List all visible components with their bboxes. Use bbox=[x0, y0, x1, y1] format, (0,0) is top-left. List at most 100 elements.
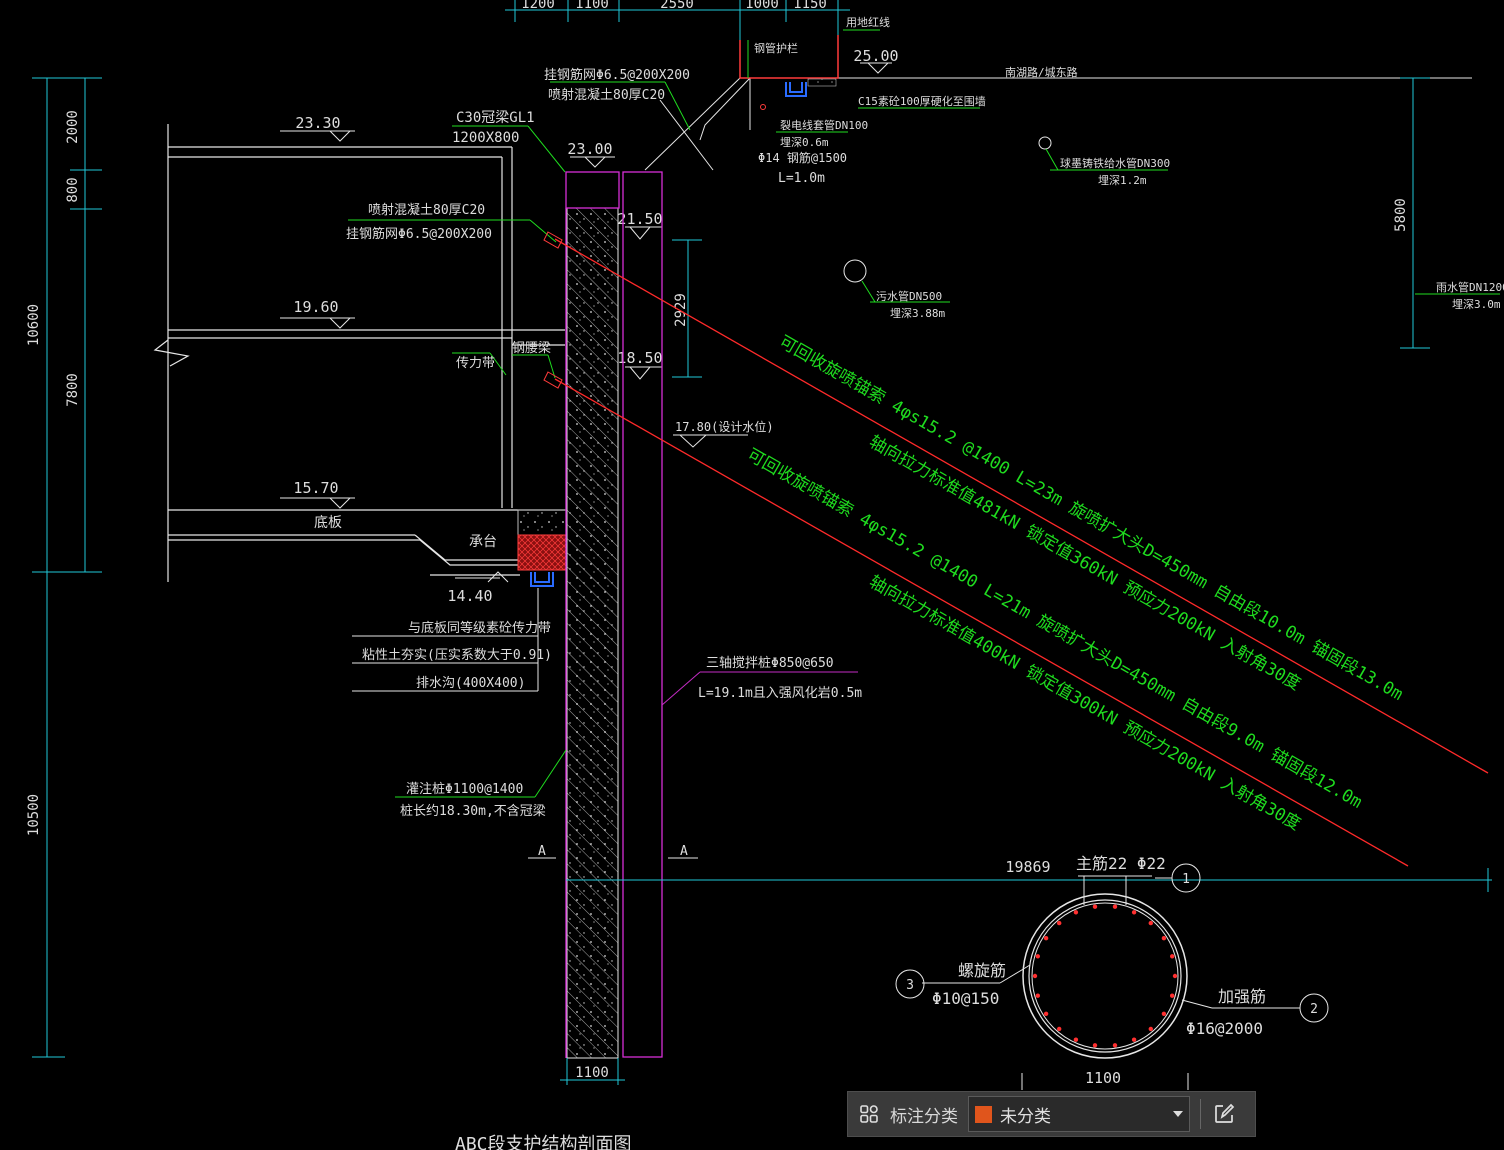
dim-2000: 2000 bbox=[65, 110, 81, 144]
rebar-dot bbox=[1148, 1026, 1154, 1032]
dim-19869-line bbox=[566, 868, 1492, 892]
dim-2550: 2550 bbox=[660, 0, 694, 12]
waler-red-1 bbox=[543, 231, 563, 249]
label-spiral-spec: Φ10@150 bbox=[932, 989, 999, 1008]
rebar-dot bbox=[1170, 993, 1175, 998]
cap-beam bbox=[565, 171, 620, 209]
chevron-down-icon bbox=[1173, 1111, 1183, 1117]
section-a-left: A bbox=[538, 844, 546, 859]
label-pipe1-depth: 埋深0.6m bbox=[780, 136, 829, 149]
label-pipe1: 裂电线套管DN100 bbox=[780, 118, 868, 132]
callout-3-circle bbox=[895, 969, 925, 999]
rebar-dot bbox=[1148, 920, 1154, 926]
drain-ditch-icon bbox=[530, 572, 554, 587]
elev-25-00: 25.00 bbox=[853, 47, 898, 65]
label-note1: 与底板同等级素砼传力带 bbox=[408, 620, 551, 636]
callout-1: 1 bbox=[1182, 872, 1190, 887]
rebar-dot bbox=[1112, 1043, 1118, 1048]
dim-5800: 5800 bbox=[1393, 198, 1409, 232]
label-road: 南湖路/城东路 bbox=[1005, 66, 1078, 79]
label-railing: 钢管护栏 bbox=[754, 41, 798, 55]
label-redline: 用地红线 bbox=[846, 15, 890, 29]
rebar-dot bbox=[1057, 1026, 1062, 1032]
dim-1100-bottom: 1100 bbox=[575, 1065, 609, 1081]
rebar-dot bbox=[1131, 1037, 1137, 1042]
callout-2-circle bbox=[1299, 993, 1329, 1023]
label-bar14-len: L=1.0m bbox=[778, 171, 825, 186]
label-mesh-side: 挂钢筋网Φ6.5@200X200 bbox=[346, 226, 492, 242]
elev-18-50: 18.50 bbox=[617, 349, 662, 367]
toolbar-divider bbox=[1200, 1099, 1201, 1129]
category-select[interactable]: 未分类 bbox=[968, 1096, 1190, 1132]
pipe1-icon bbox=[760, 104, 766, 110]
label-pipe2: 球墨铸铁给水管DN300 bbox=[1060, 156, 1170, 170]
category-color-swatch bbox=[975, 1105, 992, 1123]
slab-label: 底板 bbox=[314, 515, 342, 531]
rebar-dot bbox=[1032, 973, 1038, 979]
transfer-belt-block bbox=[517, 509, 567, 536]
edit-icon[interactable] bbox=[1201, 1092, 1247, 1136]
rebar-dot bbox=[1131, 910, 1137, 915]
dim-section-1100: 1100 bbox=[1085, 1069, 1121, 1087]
basement-structure bbox=[153, 124, 565, 582]
label-shotcrete-side: 喷射混凝土80厚C20 bbox=[368, 202, 485, 218]
label-c15: C15素砼100厚硬化至围墙 bbox=[858, 94, 986, 108]
label-pipe4-depth: 埋深3.0m bbox=[1452, 298, 1501, 311]
label-bar14: Φ14 钢筋@1500 bbox=[758, 150, 847, 165]
label-bored-pile: 灌注桩Φ1100@1400 bbox=[406, 782, 523, 797]
rebar-dot bbox=[1035, 993, 1041, 998]
elev-23-30: 23.30 bbox=[295, 114, 340, 132]
dim-10600: 10600 bbox=[26, 304, 42, 346]
rebar-dots bbox=[1032, 904, 1178, 1048]
label-mix-pile: 三轴搅拌桩Φ850@650 bbox=[706, 655, 834, 671]
label-spiral: 螺旋筋 bbox=[958, 961, 1006, 980]
label-transfer: 传力带 bbox=[456, 356, 495, 371]
rebar-dot bbox=[1035, 954, 1041, 959]
dim-1200: 1200 bbox=[521, 0, 555, 12]
rebar-dot bbox=[1161, 1011, 1167, 1016]
rebar-dot bbox=[1112, 904, 1118, 909]
dim-1000: 1000 bbox=[745, 0, 779, 12]
callout-1-circle bbox=[1171, 863, 1201, 893]
elev-17-80: 17.80(设计水位) bbox=[675, 419, 774, 434]
section-leaders bbox=[922, 875, 1300, 1090]
elev-15-70: 15.70 bbox=[293, 479, 338, 497]
rebar-dot bbox=[1092, 904, 1098, 909]
rebar-dot bbox=[1043, 936, 1049, 941]
bored-pile-fill bbox=[567, 208, 618, 1058]
dim-2929-lines bbox=[672, 239, 702, 378]
label-stiff: 加强筋 bbox=[1218, 987, 1266, 1006]
label-shotcrete-top: 喷射混凝土80厚C20 bbox=[548, 87, 665, 103]
dim-1100: 1100 bbox=[575, 0, 609, 12]
rebar-dot bbox=[1073, 910, 1079, 915]
dim-5800-lines bbox=[1400, 77, 1430, 349]
dim-19869: 19869 bbox=[1005, 858, 1050, 876]
left-dimension-chain bbox=[32, 77, 102, 1058]
label-main-bar: 主筋22 Φ22 bbox=[1076, 854, 1166, 873]
c15-pad bbox=[807, 78, 837, 87]
dim-1100-bottom-lines bbox=[560, 1058, 625, 1085]
compacted-soil-block bbox=[517, 534, 567, 571]
sewage-pipe-icon bbox=[843, 259, 867, 283]
cap-label: 承台 bbox=[469, 534, 497, 550]
magenta-leaders bbox=[661, 671, 858, 706]
anchor-2-line bbox=[554, 378, 1409, 867]
rebar-dot bbox=[1073, 1037, 1079, 1042]
rebar-dot bbox=[1043, 1011, 1049, 1016]
grid-apps-icon[interactable] bbox=[848, 1092, 890, 1136]
label-mesh-top: 挂钢筋网Φ6.5@200X200 bbox=[544, 67, 690, 83]
label-waist: 钢腰梁 bbox=[512, 341, 551, 356]
label-note3: 排水沟(400X400) bbox=[416, 676, 525, 691]
label-stiff-spec: Φ16@2000 bbox=[1186, 1019, 1263, 1038]
dim-1150: 1150 bbox=[793, 0, 827, 12]
label-pipe3-depth: 埋深3.88m bbox=[890, 307, 945, 320]
label-capbeam-size: 1200X800 bbox=[452, 130, 519, 146]
rebar-dot bbox=[1161, 936, 1167, 941]
elev-23-00: 23.00 bbox=[567, 140, 612, 158]
section-a-right: A bbox=[680, 844, 688, 859]
label-bored-pile-len: 桩长约18.30m,不含冠梁 bbox=[400, 803, 546, 819]
label-capbeam: C30冠梁GL1 bbox=[456, 110, 535, 126]
rebar-dot bbox=[1057, 920, 1062, 926]
label-note2: 粘性土夯实(压实系数大于0.91) bbox=[362, 648, 552, 663]
